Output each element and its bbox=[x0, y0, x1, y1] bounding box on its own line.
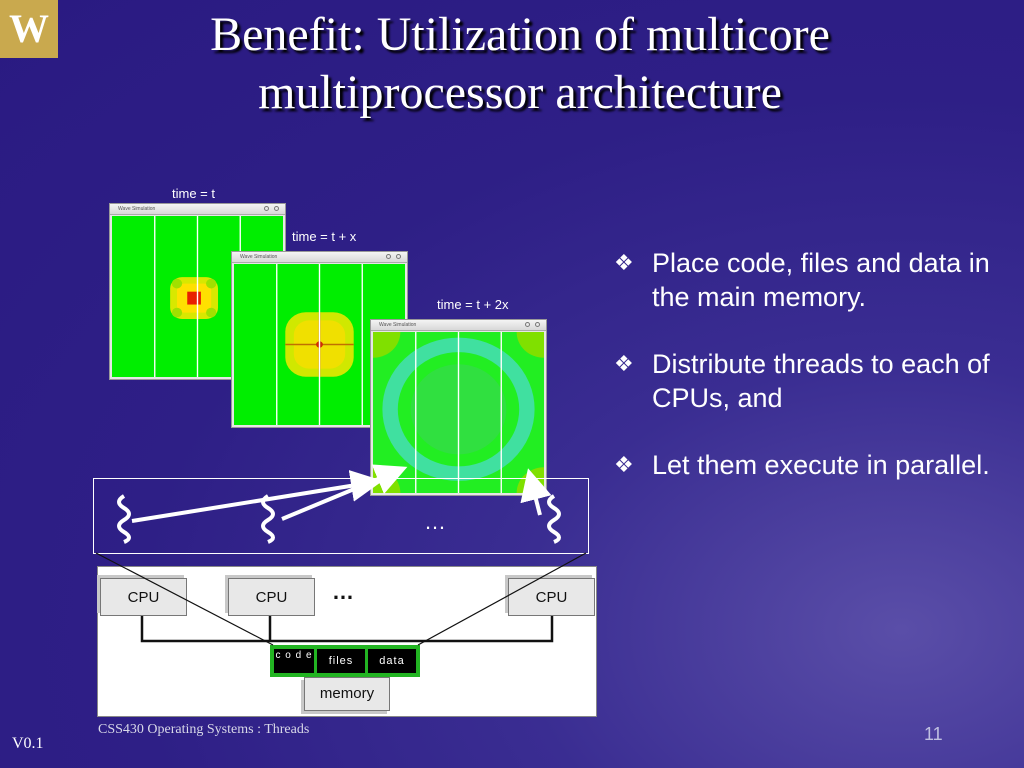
window-titlebar: Wave Simulation bbox=[371, 320, 546, 331]
footer-course: CSS430 Operating Systems : Threads bbox=[98, 722, 310, 737]
data-cell: data bbox=[368, 649, 416, 673]
hardware-diagram: CPU CPU CPU … c o d e files data memory bbox=[97, 566, 597, 717]
bullet-item: ❖ Let them execute in parallel. bbox=[612, 448, 1012, 482]
sim-window-time-t-plus-2x: Wave Simulation bbox=[370, 319, 547, 496]
thread-box: … bbox=[93, 478, 589, 554]
window-title: Wave Simulation bbox=[118, 206, 156, 212]
window-titlebar: Wave Simulation bbox=[110, 204, 285, 215]
wave-image-3 bbox=[373, 332, 544, 493]
time-label-t-plus-2x: time = t + 2x bbox=[437, 297, 509, 312]
files-cell: files bbox=[317, 649, 365, 673]
minimize-icon[interactable] bbox=[386, 254, 391, 259]
slide-title: Benefit: Utilization of multicore multip… bbox=[70, 6, 970, 122]
close-icon[interactable] bbox=[396, 254, 401, 259]
bullet-list: ❖ Place code, files and data in the main… bbox=[612, 246, 1012, 515]
bullet-text: Let them execute in parallel. bbox=[652, 450, 990, 480]
minimize-icon[interactable] bbox=[264, 206, 269, 211]
diamond-bullet-icon: ❖ bbox=[614, 351, 634, 376]
memory-contents-bar: c o d e files data bbox=[270, 645, 420, 677]
diamond-bullet-icon: ❖ bbox=[614, 452, 634, 477]
time-label-t: time = t bbox=[172, 186, 215, 201]
cpu-ellipsis: … bbox=[332, 579, 355, 604]
memory-box: memory bbox=[304, 677, 390, 711]
close-icon[interactable] bbox=[274, 206, 279, 211]
bullet-item: ❖ Distribute threads to each of CPUs, an… bbox=[612, 347, 1012, 415]
footer-version: V0.1 bbox=[12, 735, 44, 752]
title-line-1: Benefit: Utilization of multicore bbox=[210, 8, 830, 61]
code-cell: c o d e bbox=[274, 649, 314, 673]
window-titlebar: Wave Simulation bbox=[232, 252, 407, 263]
bullet-text: Place code, files and data in the main m… bbox=[652, 248, 990, 312]
sim-window-time-t: Wave Simulation bbox=[109, 203, 286, 380]
diamond-bullet-icon: ❖ bbox=[614, 250, 634, 275]
title-line-2: multiprocessor architecture bbox=[258, 66, 782, 119]
bullet-text: Distribute threads to each of CPUs, and bbox=[652, 349, 990, 413]
thread-ellipsis: … bbox=[424, 509, 446, 534]
time-label-t-plus-x: time = t + x bbox=[292, 229, 357, 244]
uw-logo: W bbox=[0, 0, 58, 58]
page-number: 11 bbox=[924, 724, 943, 744]
wave-canvas bbox=[112, 216, 283, 377]
window-title: Wave Simulation bbox=[240, 254, 278, 260]
bullet-item: ❖ Place code, files and data in the main… bbox=[612, 246, 1012, 314]
wave-canvas bbox=[373, 332, 544, 493]
wave-image-1 bbox=[112, 216, 283, 377]
minimize-icon[interactable] bbox=[525, 322, 530, 327]
window-title: Wave Simulation bbox=[379, 322, 417, 328]
close-icon[interactable] bbox=[535, 322, 540, 327]
